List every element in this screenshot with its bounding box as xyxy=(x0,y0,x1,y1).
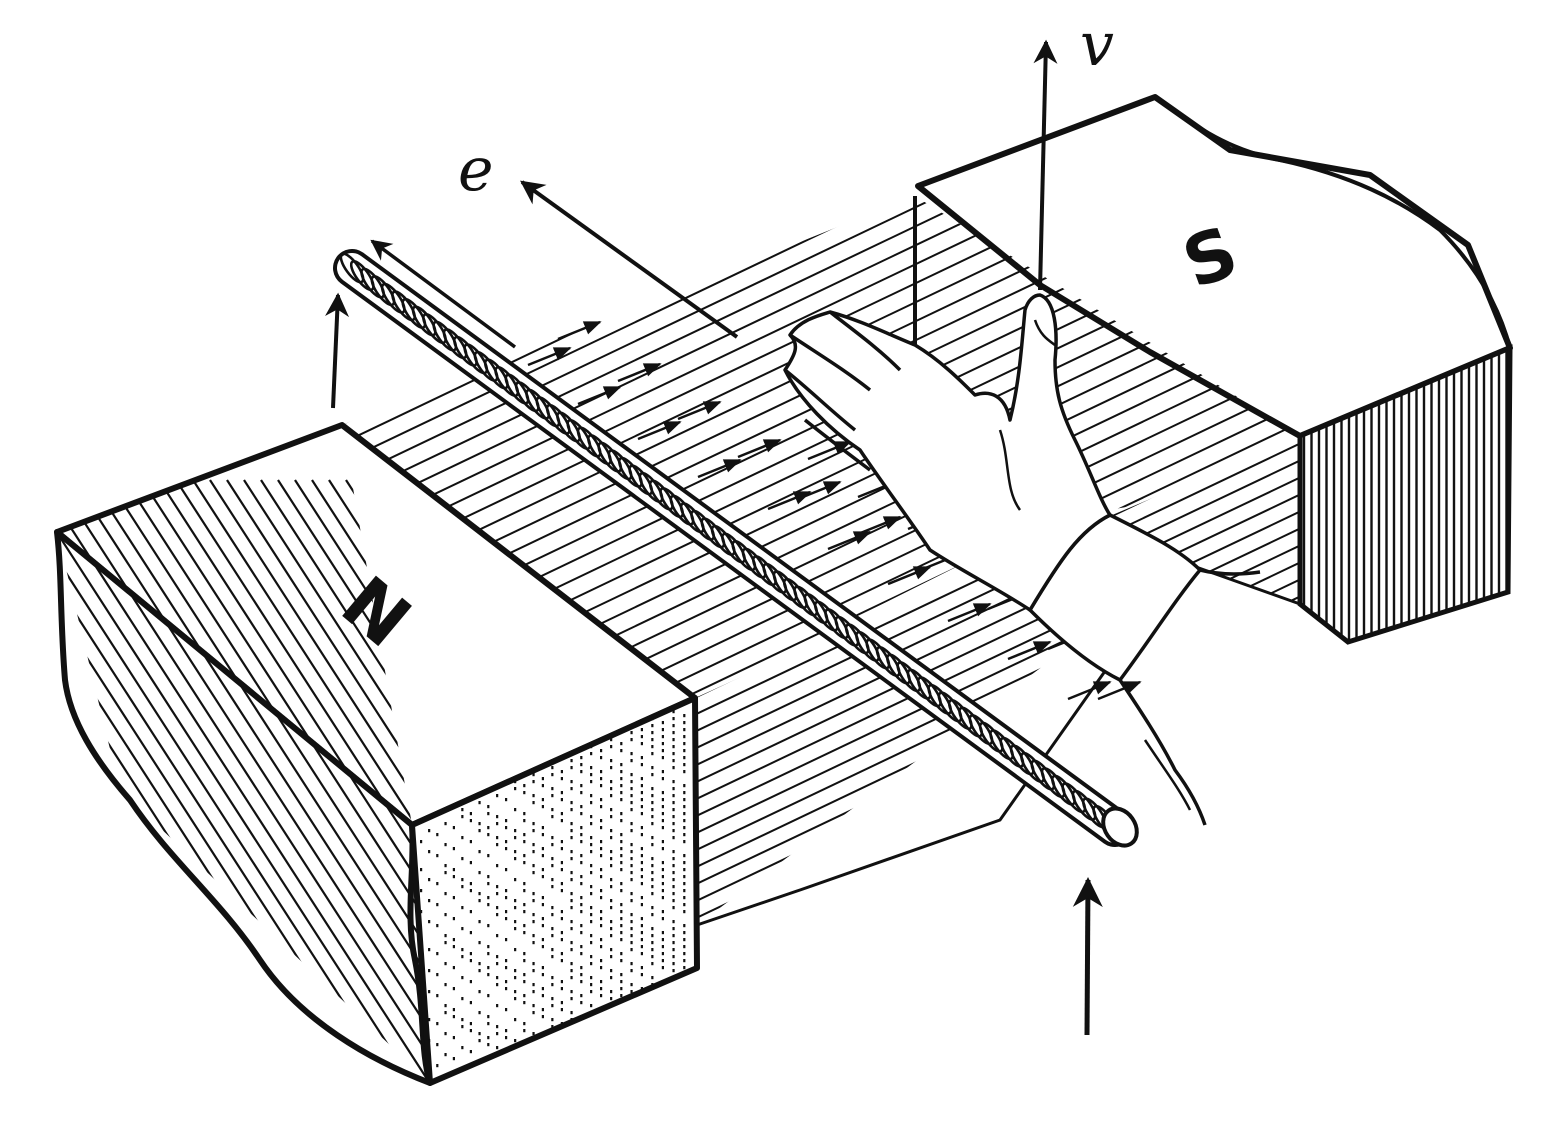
field-arrow xyxy=(677,400,722,421)
field-arrow xyxy=(1067,680,1112,701)
left-upward-arrow xyxy=(325,292,350,409)
hand-palm xyxy=(783,293,1112,612)
north-magnet-side xyxy=(409,695,700,1086)
north-magnet-front xyxy=(54,529,433,1086)
field-arrow xyxy=(947,602,992,623)
conductor xyxy=(333,249,1139,848)
field-arrow xyxy=(617,362,662,383)
field-arrow xyxy=(807,440,852,461)
velocity-arrow xyxy=(1033,39,1058,291)
field-arrow xyxy=(697,458,742,479)
emf-arrow xyxy=(520,180,739,339)
gap-floor-edge xyxy=(696,560,1301,927)
conductor-emf-arrow xyxy=(370,239,517,349)
field-arrow xyxy=(797,480,842,501)
velocity-label: v xyxy=(1080,10,1114,80)
field-arrow xyxy=(527,346,572,367)
field-arrow xyxy=(857,515,902,536)
south-magnet: S xyxy=(915,94,1513,645)
motion-arrows xyxy=(325,39,1103,1036)
emf-label: e xyxy=(458,135,494,205)
right-hand xyxy=(783,293,1261,826)
front-upward-arrow xyxy=(1072,877,1103,1036)
field-arrow xyxy=(887,565,932,586)
field-arrow xyxy=(767,490,812,511)
field-arrow xyxy=(577,385,622,406)
field-arrow xyxy=(557,320,602,341)
field-arrow xyxy=(827,530,872,551)
field-arrow xyxy=(1097,680,1142,701)
field-arrow xyxy=(637,420,682,441)
field-arrow xyxy=(1007,640,1052,661)
field-arrow xyxy=(737,438,782,459)
conductor-end xyxy=(1101,806,1139,848)
south-magnet-side xyxy=(1297,344,1513,645)
